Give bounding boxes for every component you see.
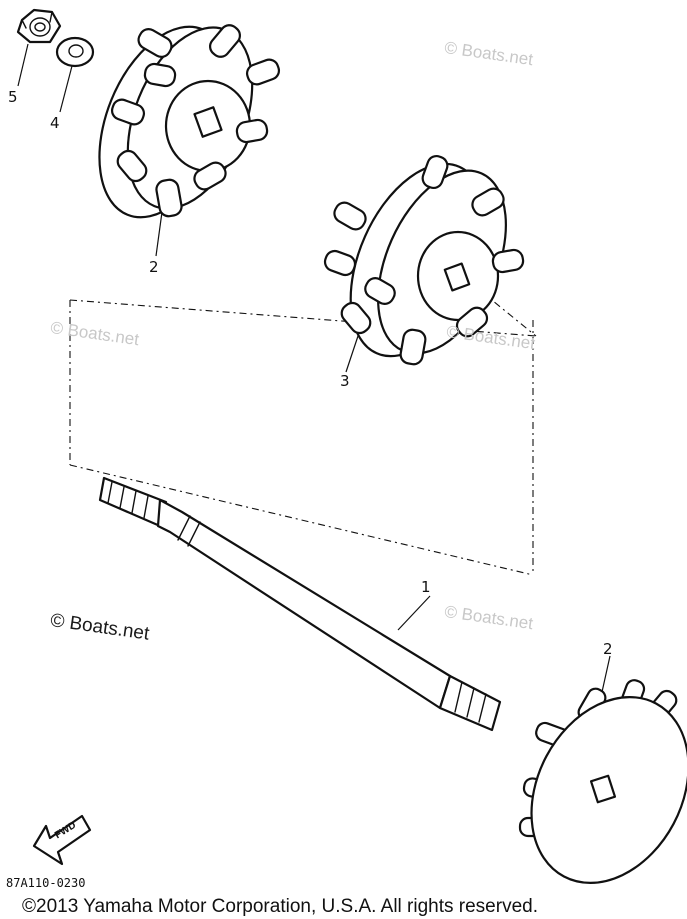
callout-leaders	[17, 43, 611, 693]
callout-label-3: 3	[340, 372, 350, 390]
sprocket-center-part	[323, 154, 525, 366]
copyright-notice: ©2013 Yamaha Motor Corporation, U.S.A. A…	[22, 896, 538, 917]
washer-part	[55, 36, 95, 68]
callout-label-2-upper: 2	[149, 258, 159, 276]
nut-part	[16, 8, 62, 44]
callout-label-5: 5	[8, 88, 18, 106]
sprocket-lower-part	[518, 679, 687, 884]
callout-label-4: 4	[50, 114, 60, 132]
shaft-part	[98, 476, 502, 732]
drawing-code: 87A110-0230	[6, 876, 86, 890]
sprocket-upper-part	[98, 24, 281, 219]
fwd-arrow-icon	[32, 814, 92, 866]
callout-label-1: 1	[421, 578, 431, 596]
callout-label-2-lower: 2	[603, 640, 613, 658]
